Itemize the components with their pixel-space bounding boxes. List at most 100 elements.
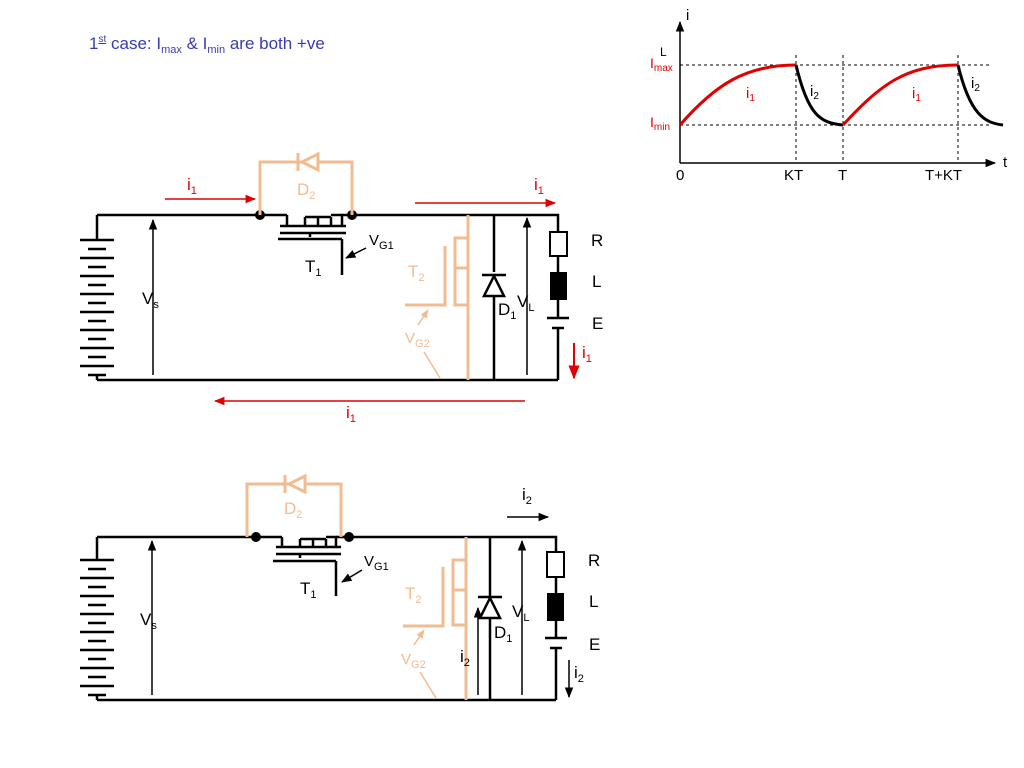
- c1-vg2-sub: G2: [415, 338, 430, 350]
- x-tick-t-plus-kt: T+KT: [925, 167, 963, 184]
- i2-fall-segment-2: [956, 64, 1004, 127]
- c1-d1-main: D: [498, 300, 511, 319]
- c2-vg2-label: VG2: [401, 651, 426, 671]
- c1-t1-label: T1: [305, 257, 322, 279]
- c2-vg1-label: VG1: [364, 553, 389, 573]
- c2-i2-sub-c: 2: [577, 673, 584, 685]
- c2-vs-sub: s: [151, 620, 157, 632]
- c2-d1-sub: 1: [506, 633, 513, 645]
- c1-vg1-label: VG1: [369, 233, 394, 252]
- c2-r-label: R: [588, 551, 601, 570]
- vg1-pointer-2: [341, 569, 363, 583]
- c1-d2-main: D: [297, 180, 310, 199]
- battery-source-1: [80, 215, 114, 380]
- graph-i1-label-1: i1: [746, 86, 755, 104]
- graph-x-axis-label: t: [1003, 154, 1008, 171]
- junction-dot-right-2: [344, 532, 354, 542]
- graph-i2-sub-1: 2: [813, 91, 819, 102]
- graph-y-axis-label: i: [686, 7, 690, 24]
- imin-sub: min: [653, 122, 671, 133]
- c1-i1-sub-c: 1: [585, 353, 592, 365]
- c1-t2-main: T: [408, 262, 419, 281]
- c1-d2-sub: 2: [309, 190, 316, 202]
- c1-i1-label-load: i1: [582, 344, 592, 365]
- i1-rise-segment-1: [678, 63, 797, 126]
- c1-d2-label: D2: [297, 180, 315, 202]
- c2-t1-label: T1: [300, 579, 317, 601]
- title-text-a: case: I: [110, 34, 162, 53]
- graph-i1-sub-1: 1: [749, 93, 755, 104]
- c1-i1-main-d: i: [346, 403, 350, 422]
- c1-i1-main-b: i: [534, 175, 538, 194]
- c1-t2-label: T2: [408, 262, 425, 284]
- c1-i1-sub-d: 1: [349, 413, 356, 425]
- c1-i1-main-a: i: [187, 175, 191, 194]
- graph-i2-sub-2: 2: [974, 83, 980, 94]
- mosfet-t2-2: [403, 537, 468, 700]
- title-text-b: & I: [181, 34, 208, 53]
- c1-t1-main: T: [305, 257, 316, 276]
- c1-d1-sub: 1: [510, 310, 517, 322]
- graph-imin-label: Imin: [650, 114, 671, 133]
- x-tick-t: T: [838, 167, 848, 184]
- c2-e-label: E: [589, 635, 601, 654]
- c2-d2-main: D: [284, 499, 297, 518]
- x-tick-0: 0: [676, 167, 685, 184]
- c2-d1-label: D1: [494, 623, 512, 645]
- title-max-subscript: max: [161, 44, 182, 56]
- c2-t1-main: T: [300, 579, 311, 598]
- i2-fall-segment-1: [794, 64, 844, 127]
- c1-i1-label-top-left: i1: [187, 175, 197, 197]
- c1-t2-sub: 2: [418, 272, 425, 284]
- graph-i2-label-1: i2: [810, 83, 819, 102]
- diode-d1-2: [477, 595, 503, 620]
- c2-i2-main-b: i: [460, 647, 464, 666]
- emf-e-2: [545, 636, 567, 650]
- battery-source-2: [80, 537, 114, 700]
- c1-vs-sub: s: [153, 299, 159, 311]
- c2-vg2-main: V: [401, 651, 412, 668]
- c1-i1-label-bottom: i1: [346, 403, 356, 425]
- c2-vl-label: VL: [512, 602, 529, 624]
- c2-vl-main: V: [512, 602, 524, 621]
- diode-d2-1: [258, 151, 354, 215]
- c1-l-label: L: [592, 272, 602, 291]
- c2-i2-sub-a: 2: [525, 495, 532, 507]
- circuit-2: [80, 473, 574, 702]
- c1-i1-label-top-right: i1: [534, 175, 544, 197]
- resistor-r-1: [549, 231, 568, 257]
- c2-d1-main: D: [494, 623, 507, 642]
- c2-d2-label: D2: [284, 499, 302, 521]
- graph-imax-label: Imax: [650, 55, 673, 74]
- c1-vg1-sub: G1: [379, 240, 394, 252]
- c1-vl-label: VL: [517, 293, 534, 314]
- vg1-pointer-1: [345, 247, 367, 259]
- current-waveform-graph: [675, 20, 1004, 168]
- c2-i2-label-top: i2: [522, 486, 532, 507]
- imax-main: I: [650, 55, 654, 71]
- c2-vg1-main: V: [364, 553, 375, 570]
- slide-title: 1st case: Imax & Imin are both +ve: [89, 34, 325, 56]
- c1-vs-label: Vs: [142, 290, 159, 311]
- c1-vg2-main: V: [405, 330, 416, 347]
- c2-t2-label: T2: [405, 585, 422, 606]
- graph-i1-main-2: i: [912, 85, 916, 102]
- c1-i1-sub-b: 1: [537, 185, 544, 197]
- c2-t2-sub: 2: [415, 594, 422, 606]
- graph-l-label: L: [660, 45, 667, 59]
- c2-i2-sub-b: 2: [463, 657, 470, 669]
- vg2-pointer-2: [413, 629, 425, 646]
- x-tick-kt: KT: [784, 167, 804, 184]
- diode-d2-2: [245, 473, 343, 537]
- graph-i2-main-1: i: [810, 83, 814, 100]
- emf-e-1: [547, 316, 569, 330]
- c1-vg2-label: VG2: [405, 330, 430, 350]
- imin-main: I: [650, 114, 654, 130]
- title-ordinal-suffix: st: [98, 34, 107, 45]
- vg2-pointer-1: [417, 309, 429, 326]
- c2-vs-label: Vs: [140, 611, 157, 632]
- c1-r-label: R: [591, 231, 604, 250]
- mosfet-t2-1: [405, 215, 470, 380]
- imax-sub: max: [653, 63, 673, 74]
